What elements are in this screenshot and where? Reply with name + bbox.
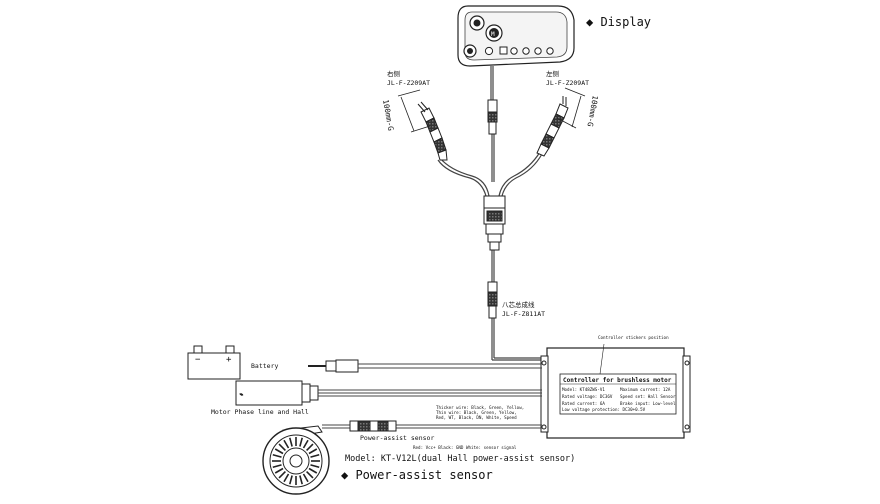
power-assist-sensor-icon bbox=[262, 425, 330, 495]
display-led-icon bbox=[534, 47, 542, 55]
sensor-magnet-slot bbox=[306, 471, 314, 479]
spec-right-0: Maximum current: 12A bbox=[620, 387, 671, 392]
pas-connector bbox=[349, 420, 397, 432]
display-led-row bbox=[484, 46, 554, 56]
svg-text:⌁: ⌁ bbox=[240, 392, 243, 398]
svg-text:M: M bbox=[491, 31, 495, 38]
cable-harness bbox=[437, 66, 546, 361]
motor-phase-connector: ⌁ bbox=[235, 380, 319, 406]
harness-name-label: 八芯总成线 bbox=[502, 300, 535, 309]
battery-plus: + bbox=[226, 355, 232, 365]
left-part-number: JL-F-Z209AT bbox=[546, 79, 589, 87]
spec-right-1: Speed set: Hall Sensor bbox=[620, 394, 676, 399]
dimension-bracket-left bbox=[397, 89, 431, 133]
controller-box bbox=[540, 347, 691, 439]
sensor-magnet-slot bbox=[278, 471, 286, 479]
display-led-icon bbox=[484, 46, 494, 56]
spec-right-2: Brake input: Low-level bbox=[620, 401, 676, 406]
sensor-magnet-slot bbox=[306, 443, 314, 451]
sensor-magnet-slot bbox=[308, 467, 318, 474]
battery-plug bbox=[308, 359, 359, 373]
battery-icon: − + bbox=[187, 345, 241, 380]
sensor-magnet-slot bbox=[289, 437, 293, 447]
pas-wire-note: Red: Vcc+ Black: GND White: sensor signa… bbox=[413, 445, 517, 450]
spec-left-2: Rated current: 6A bbox=[562, 401, 605, 406]
dimension-left-label: 100mm-G bbox=[381, 99, 395, 132]
spec-left-0: Model: KT48ZWS-V1 bbox=[562, 387, 605, 392]
right-brake-connector bbox=[417, 101, 448, 161]
sensor-magnet-slot bbox=[272, 464, 282, 468]
display-led-icon bbox=[522, 47, 530, 55]
dimension-bracket-right bbox=[556, 87, 586, 129]
motor-phase-label: Motor Phase line and Hall bbox=[211, 408, 309, 416]
spec-protection: Low voltage protection: DC30+0.5V bbox=[562, 407, 646, 412]
sensor-magnet-slot bbox=[302, 473, 309, 483]
wire-note-3: Red, WT, Black, DN, White, Speed bbox=[436, 415, 517, 420]
sensor-magnet-slot bbox=[272, 454, 282, 458]
battery-label: Battery bbox=[251, 362, 278, 370]
pas-connector-label: Power-assist sensor bbox=[360, 434, 434, 442]
sensor-magnet-slot bbox=[310, 454, 320, 458]
wire-note-2: Thin wire: Black, Green, Yellow, bbox=[436, 410, 517, 415]
spec-left-1: Rated voltage: DC36V bbox=[562, 394, 613, 399]
wire-note-1: Thicker wire: Black, Green, Yellow, bbox=[436, 405, 524, 410]
sensor-magnet-slot bbox=[274, 448, 284, 455]
junction-block bbox=[483, 195, 506, 251]
sensor-magnet-slot bbox=[283, 439, 290, 449]
sensor-magnet-slot bbox=[308, 448, 318, 455]
sensor-magnet-slot bbox=[278, 443, 286, 451]
controller-title: Controller for brushless motor bbox=[563, 377, 672, 384]
battery-minus: − bbox=[195, 355, 201, 365]
left-side-label: 左侧 bbox=[546, 69, 559, 78]
display-connector bbox=[487, 99, 498, 135]
harness-connector bbox=[487, 281, 498, 319]
harness-part-number: JL-F-Z811AT bbox=[502, 310, 545, 318]
right-part-number: JL-F-Z209AT bbox=[387, 79, 430, 87]
model-label: Model: KT-V12L(dual Hall power-assist se… bbox=[345, 454, 575, 464]
controller-sticker bbox=[559, 373, 677, 415]
display-led-icon bbox=[546, 47, 554, 55]
sensor-magnet-slot bbox=[289, 475, 293, 485]
right-side-label: 右侧 bbox=[387, 69, 400, 78]
sensor-magnet-slot bbox=[310, 464, 320, 468]
sticker-position-note: Controller stickers position bbox=[598, 335, 669, 340]
display-unit: M bbox=[457, 5, 575, 67]
sensor-magnet-slot bbox=[299, 475, 303, 485]
sensor-magnet-slot bbox=[274, 467, 284, 474]
display-label: ◆ Display bbox=[586, 15, 651, 29]
sensor-magnet-slot bbox=[283, 473, 290, 483]
pas-title: ◆ Power-assist sensor bbox=[341, 468, 493, 482]
sensor-magnet-slot bbox=[302, 439, 309, 449]
display-led-icon bbox=[510, 47, 518, 55]
dimension-right-label: 100mm-G bbox=[585, 95, 599, 128]
left-brake-connector bbox=[536, 96, 569, 157]
controller-specs: Model: KT48ZWS-V1 Maximum current: 12A R… bbox=[562, 387, 676, 412]
sensor-magnet-slot bbox=[299, 437, 303, 447]
